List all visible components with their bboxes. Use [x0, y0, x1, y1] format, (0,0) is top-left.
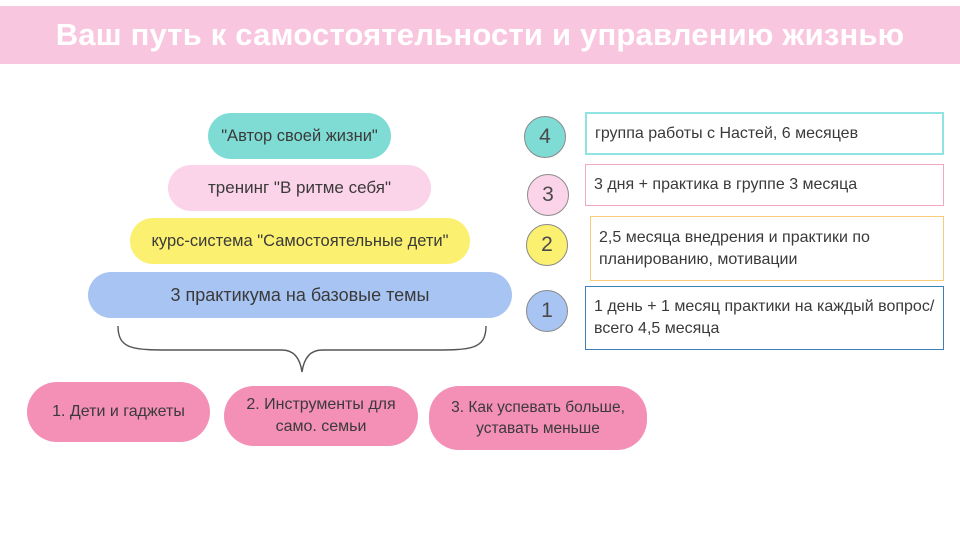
- pyramid-level-3: тренинг "В ритме себя": [168, 165, 431, 211]
- level-description-text: 3 дня + практика в группе 3 месяца: [594, 176, 858, 193]
- level-description-text: группа работы с Настей, 6 месяцев: [595, 124, 859, 142]
- pyramid-level-2: курс-система "Самостоятельные дети": [130, 218, 470, 264]
- level-number-4: 4: [524, 116, 566, 158]
- curly-brace-icon: [117, 325, 487, 373]
- pyramid-level-1: 3 практикума на базовые темы: [88, 272, 512, 318]
- level-number-2: 2: [526, 224, 568, 266]
- level-description-4: группа работы с Настей, 6 месяцев: [585, 112, 944, 155]
- level-number-1: 1: [526, 290, 568, 332]
- practicum-3: 3. Как успевать больше, уставать меньше: [429, 386, 647, 450]
- pyramid-level-4: "Автор своей жизни": [208, 113, 391, 159]
- page-title: Ваш путь к самостоятельности и управлени…: [55, 17, 905, 52]
- level-number-3: 3: [527, 174, 569, 216]
- level-description-3: 3 дня + практика в группе 3 месяца: [585, 164, 944, 206]
- level-description-1: 1 день + 1 месяц практики на каждый вопр…: [585, 286, 944, 350]
- practicum-1: 1. Дети и гаджеты: [27, 382, 210, 442]
- level-description-2: 2,5 месяца внедрения и практики по плани…: [590, 216, 944, 281]
- title-bar: Ваш путь к самостоятельности и управлени…: [0, 6, 960, 64]
- level-description-text: 2,5 месяца внедрения и практики по плани…: [599, 228, 870, 268]
- practicum-2: 2. Инструменты для само. семьи: [224, 386, 418, 446]
- level-description-text: 1 день + 1 месяц практики на каждый вопр…: [594, 298, 935, 337]
